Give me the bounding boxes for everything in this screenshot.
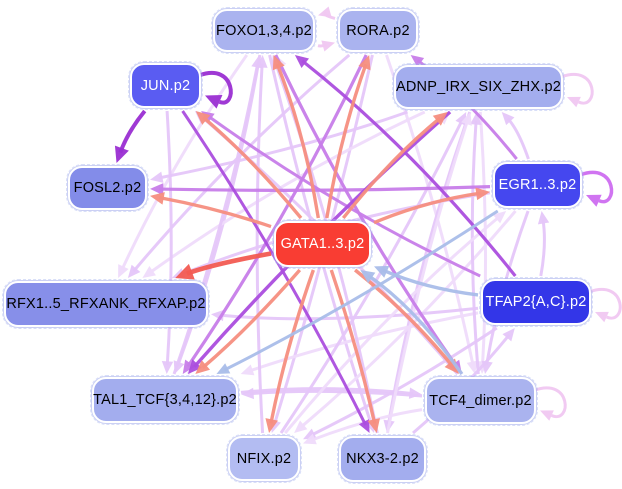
node-tal1-tcf-3-4-12-p2[interactable]: TAL1_TCF{3,4,12}.p2	[90, 375, 240, 425]
node-label: FOSL2.p2	[73, 180, 142, 196]
node-jun-p2[interactable]: JUN.p2	[128, 61, 203, 110]
node-label: ADNP_IRX_SIX_ZHX.p2	[396, 79, 561, 95]
node-foxo1-3-4-p2[interactable]: FOXO1,3,4.p2	[211, 7, 317, 54]
node-tfap2-a-c-p2[interactable]: TFAP2{A,C}.p2	[479, 277, 593, 327]
node-label: TCF4_dimer.p2	[429, 392, 532, 409]
node-label: EGR1..3.p2	[498, 177, 577, 193]
node-label: NFIX.p2	[236, 450, 292, 467]
node-gata1-3-p2[interactable]: GATA1..3.p2	[272, 219, 373, 269]
node-label: RORA.p2	[346, 22, 410, 39]
node-label: JUN.p2	[140, 77, 191, 94]
node-rfx1-5-rfxank-rfxap-p2[interactable]: RFX1..5_RFXANK_RFXAP.p2	[2, 279, 210, 329]
node-label: RFX1..5_RFXANK_RFXAP.p2	[6, 296, 206, 312]
node-rora-p2[interactable]: RORA.p2	[336, 7, 420, 54]
node-label: NKX3-2.p2	[346, 451, 419, 467]
node-nfix-p2[interactable]: NFIX.p2	[226, 434, 302, 483]
node-tcf4-dimer-p2[interactable]: TCF4_dimer.p2	[423, 375, 538, 426]
node-egr1-3-p2[interactable]: EGR1..3.p2	[491, 160, 584, 210]
node-label: TFAP2{A,C}.p2	[485, 294, 587, 310]
node-fosl2-p2[interactable]: FOSL2.p2	[66, 164, 149, 212]
node-label: GATA1..3.p2	[280, 236, 365, 252]
node-nkx3-2-p2[interactable]: NKX3-2.p2	[337, 434, 428, 484]
node-label: FOXO1,3,4.p2	[216, 22, 312, 39]
node-adnp-irx-six-zhx-p2[interactable]: ADNP_IRX_SIX_ZHX.p2	[392, 63, 565, 111]
node-label: TAL1_TCF{3,4,12}.p2	[93, 392, 237, 408]
